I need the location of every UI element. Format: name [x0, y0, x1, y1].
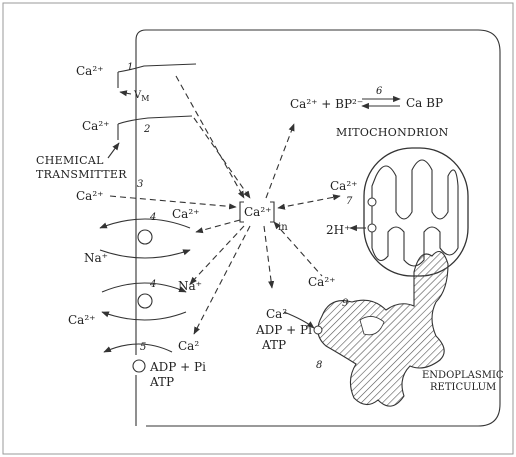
step-4a-label: 4: [149, 212, 156, 223]
er-ca-label: Ca²⁺: [308, 275, 335, 289]
atp-label: ATP: [149, 375, 174, 389]
channel-2-top: [118, 116, 192, 124]
na-label-right: Na⁺: [178, 279, 202, 293]
na-label-left: Na⁺: [84, 251, 108, 265]
from-er-arrow: [274, 222, 322, 276]
influx-arrow-1: [176, 76, 244, 198]
ca-ion-label-2: Ca²⁺: [82, 119, 109, 133]
leak-arrow: [110, 196, 236, 207]
to-pump-arrow: [194, 226, 250, 334]
step-4b-label: 4: [149, 279, 156, 290]
to-er-pump-arrow: [264, 226, 272, 288]
plasma-pump: [133, 360, 145, 372]
exchanger-upper-arc-low: [100, 250, 190, 258]
mito-uniporter: [368, 198, 376, 206]
step-2-label: 2: [143, 124, 150, 135]
exchanger-lower: [138, 294, 152, 308]
transmitter-label: TRANSMITTER: [36, 168, 127, 181]
vm-arrow: [120, 92, 131, 94]
step-7-label: 7: [346, 196, 353, 207]
to-exchanger-lower-arrow: [190, 226, 244, 284]
er-adp-pi-label: ADP + Pi: [255, 323, 312, 337]
to-mito-arrow: [278, 196, 340, 208]
step-3-label: 3: [137, 179, 143, 190]
exchanger-lower-arc: [102, 283, 186, 292]
mitochondrion-outer: [364, 148, 468, 276]
step-1-label: 1: [127, 62, 133, 73]
membrane-top-curve: [136, 30, 146, 60]
exchanger-lower-arc-low: [102, 312, 186, 320]
endoplasmic-reticulum: [318, 252, 448, 407]
to-binding-arrow: [266, 124, 294, 198]
ca-pump-label: Ca²: [178, 339, 199, 353]
step-5-label: 5: [140, 342, 146, 353]
mito-ca-label: Ca²⁺: [330, 179, 357, 193]
exchanger-upper: [138, 230, 152, 244]
to-exchanger-arrow: [196, 220, 240, 232]
er-label-1: ENDOPLASMIC: [422, 370, 504, 381]
ca-ion-label-lower: Ca²⁺: [68, 313, 95, 327]
ca-exchange-out-label: Ca²⁺: [172, 207, 199, 221]
er-pump: [314, 326, 322, 334]
cabp-label: Ca BP: [406, 96, 443, 110]
pump-arc: [104, 344, 172, 352]
ca-ion-label-3: Ca²⁺: [76, 189, 103, 203]
er-pump-ca-label: Ca²: [266, 307, 287, 321]
adp-pi-label: ADP + Pi: [149, 360, 206, 374]
mitochondrion-label: MITOCHONDRION: [336, 126, 449, 139]
transmitter-arrow: [108, 143, 119, 158]
in-subscript: in: [278, 222, 288, 233]
step-6-label: 6: [376, 86, 383, 97]
step-9-label: 9: [342, 298, 349, 309]
ca-in-label: Ca²⁺: [244, 205, 271, 219]
er-label-2: RETICULUM: [430, 382, 496, 393]
ca-ion-label-1: Ca²⁺: [76, 64, 103, 78]
binding-label: Ca²⁺ + BP²⁻: [290, 97, 363, 111]
step-8-label: 8: [316, 360, 322, 371]
er-atp-label: ATP: [261, 338, 286, 352]
mito-exchanger: [368, 224, 376, 232]
chemical-label: CHEMICAL: [36, 154, 104, 167]
mito-h-label: 2H⁺: [326, 223, 350, 237]
